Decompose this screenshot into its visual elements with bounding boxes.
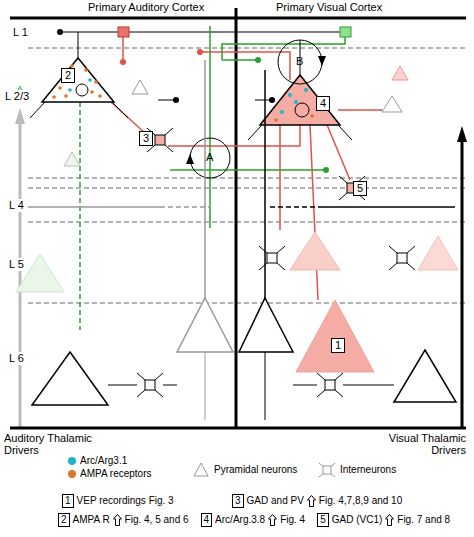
text-label: Fig. 7 and 8 (397, 514, 450, 526)
text-label: GAD and PV (247, 495, 304, 507)
panel-heading: Primary Visual Cortex (276, 1, 382, 14)
callout-text: 4 (204, 514, 210, 526)
callout-number: 4 (201, 513, 213, 527)
callout-number: 1 (62, 494, 74, 508)
text-label: B (296, 55, 303, 68)
legend-item: AMPA receptors (68, 468, 152, 480)
callout-text: 4 (320, 97, 326, 110)
increase-arrow (307, 495, 316, 507)
text-label: L 4 (8, 199, 25, 212)
text-label: A (206, 151, 213, 164)
callout-text: 1 (65, 495, 71, 507)
callout-number: 5 (317, 513, 329, 527)
legend-swatch (68, 470, 76, 478)
text-label: Auditory Thalamic Drivers (4, 432, 104, 456)
callout-text: 5 (357, 182, 363, 195)
callout-text: 5 (320, 514, 326, 526)
callout-text: 2 (65, 69, 71, 82)
callout-text: 1 (335, 339, 341, 352)
callout-number: 3 (139, 131, 153, 146)
legend-item: Interneurons (318, 462, 396, 478)
text-label: AMPA R (73, 514, 110, 526)
legend-item: Pyramidal neurons (192, 462, 297, 478)
callout-text: 2 (61, 514, 67, 526)
text-label: L 5 (8, 258, 25, 271)
text-label: L 2/3 (4, 90, 30, 103)
callout-number: 2 (61, 68, 75, 83)
key-row: 1 VEP recordings Fig. 3 (62, 494, 174, 508)
text-label: Visual Thalamic Drivers (378, 432, 466, 456)
interneuron-symbol (318, 462, 336, 478)
callout-text: 3 (143, 132, 149, 145)
cortex-panel: Primary Visual Cortex 4 5 1 (236, 0, 466, 428)
legend-swatch (68, 457, 76, 465)
increase-arrow (385, 514, 394, 526)
text-label: L 1 (12, 26, 29, 39)
callout-number: 4 (316, 96, 330, 111)
text-label: Arc/Arg.3.8 (215, 514, 265, 526)
pyramidal-symbol (192, 462, 210, 478)
legend-text: Arc/Arg3.1 (80, 455, 127, 467)
text-label: GAD (VC1) (332, 514, 383, 526)
callout-text: 3 (235, 495, 241, 507)
callout-number: 3 (232, 494, 244, 508)
panel-heading: Primary Auditory Cortex (88, 1, 204, 14)
callout-number: 2 (58, 513, 70, 527)
key-row: 2 AMPA R Fig. 4, 5 and 6 4 Arc/Arg.3.8 Fig. 4… (58, 513, 450, 527)
legend-text: Pyramidal neurons (214, 464, 297, 476)
increase-arrow (113, 514, 122, 526)
text-label: VEP recordings Fig. 3 (77, 495, 174, 507)
legend-item: Arc/Arg3.1 (68, 455, 127, 467)
text-label: Fig. 4 (280, 514, 305, 526)
callout-number: 5 (353, 181, 367, 196)
increase-arrow (268, 514, 277, 526)
legend-text: Interneurons (340, 464, 396, 476)
text-label: Fig. 4, 5 and 6 (125, 514, 189, 526)
key-row: 3 GAD and PV Fig. 4,7,8,9 and 10 (232, 494, 402, 508)
text-label: Fig. 4,7,8,9 and 10 (319, 495, 402, 507)
callout-number: 1 (331, 338, 345, 353)
cortex-panel: Primary Auditory Cortex 2 3 (0, 0, 236, 428)
text-label: L 6 (8, 352, 25, 365)
legend-text: AMPA receptors (80, 468, 152, 480)
